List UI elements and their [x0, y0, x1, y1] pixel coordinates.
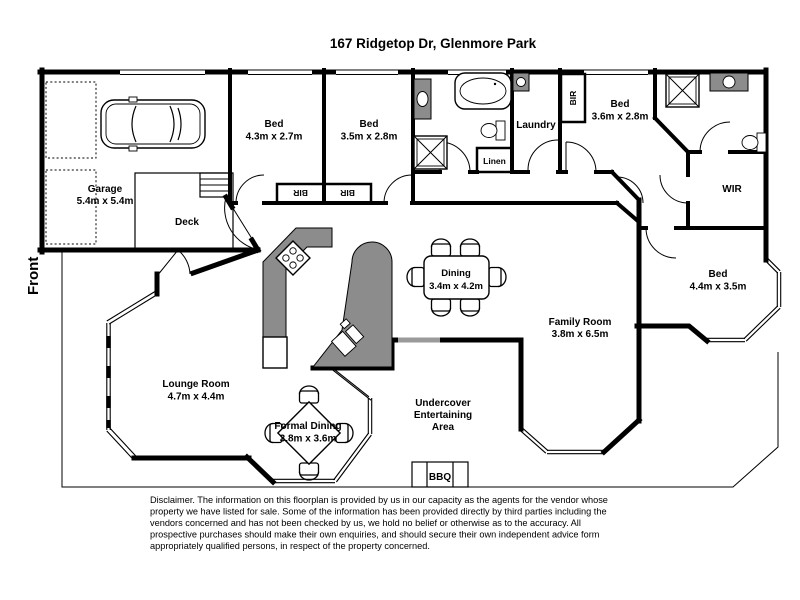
- bir1-label: BIR: [293, 188, 308, 198]
- windows-bays: [106, 257, 782, 484]
- bed3-label: Bed: [611, 99, 630, 110]
- property-boundary-lines: [61, 252, 779, 488]
- bed1-label: Bed: [265, 119, 284, 130]
- ensuite: [665, 72, 767, 153]
- disclaimer-line-1: Disclaimer. The information on this floo…: [150, 495, 608, 505]
- bir3-label: BIR: [568, 91, 578, 106]
- garage-storage-2: [45, 169, 97, 245]
- bir2-label: BIR: [340, 188, 355, 198]
- bed2-dims: 3.5m x 2.8m: [341, 132, 398, 143]
- garage-label: Garage: [88, 184, 123, 195]
- closets: [275, 72, 587, 205]
- deck-label: Deck: [175, 217, 199, 228]
- formal-dining-label: Formal Dining: [274, 421, 341, 432]
- shower-icon: [413, 135, 448, 170]
- page-title: 167 Ridgetop Dr, Glenmore Park: [330, 36, 537, 51]
- garage-dims: 5.4m x 5.4m: [77, 196, 134, 207]
- windows-top-wall: [120, 69, 648, 76]
- disclaimer-line-2: property we have listed for sale. Some o…: [150, 507, 607, 517]
- deck-area: [134, 172, 234, 251]
- undercover-label-3: Area: [432, 422, 455, 433]
- dining-table: [423, 255, 490, 300]
- wir-label: WIR: [722, 184, 742, 195]
- bir-closet-3: [559, 72, 587, 124]
- formal-dining-dims: 3.8m x 3.6m: [280, 434, 337, 445]
- family-room-label: Family Room: [549, 317, 612, 328]
- laundry-label: Laundry: [516, 120, 556, 131]
- undercover-label-2: Entertaining: [414, 410, 472, 421]
- bed4-dims: 4.4m x 3.5m: [690, 282, 747, 293]
- disclaimer: Disclaimer. The information on this floo…: [150, 495, 608, 551]
- garage-contents: [45, 81, 206, 245]
- lounge-room-label: Lounge Room: [162, 379, 229, 390]
- vanity-icon: [709, 72, 749, 92]
- toilet-icon: [480, 120, 506, 141]
- bir-closet-2: [322, 182, 373, 205]
- sliding-door: [398, 337, 440, 343]
- family-room-dims: 3.8m x 6.5m: [552, 329, 609, 340]
- toilet-icon: [741, 132, 767, 153]
- linen-label: Linen: [483, 156, 506, 166]
- linen-closet: [475, 146, 514, 174]
- pantry: [262, 336, 288, 369]
- kitchen-bench-right: [311, 241, 393, 368]
- formal-dining-setting: [264, 385, 354, 481]
- stairs-icon: [199, 172, 231, 198]
- bbq-unit: [411, 461, 469, 488]
- bathtub-icon: [454, 72, 512, 110]
- garage-storage-1: [45, 81, 97, 159]
- sink-icon: [330, 318, 365, 357]
- formal-dining-table: [276, 400, 342, 466]
- cooktop-icon: [275, 240, 311, 276]
- dining-setting: [406, 238, 507, 317]
- kitchen-bench-left: [262, 227, 333, 338]
- bed4-label: Bed: [709, 269, 728, 280]
- front-label: Front: [25, 257, 42, 295]
- laundry-tub-icon: [512, 72, 530, 92]
- shower-icon: [665, 73, 700, 108]
- disclaimer-line-4: prospective purchases should make their …: [150, 530, 600, 540]
- bathroom-main: [413, 72, 512, 170]
- disclaimer-line-5: appropriately qualified persons, in resp…: [150, 541, 430, 551]
- car-icon: [100, 96, 206, 152]
- vanity-icon: [413, 78, 432, 120]
- bed1-dims: 4.3m x 2.7m: [246, 132, 303, 143]
- bbq-label: BBQ: [429, 472, 451, 483]
- undercover-label-1: Undercover: [415, 398, 471, 409]
- bed3-dims: 3.6m x 2.8m: [592, 112, 649, 123]
- bed2-label: Bed: [360, 119, 379, 130]
- kitchen: [262, 227, 440, 369]
- dining-label: Dining: [441, 268, 471, 279]
- lounge-room-dims: 4.7m x 4.4m: [168, 392, 225, 403]
- dining-dims: 3.4m x 4.2m: [429, 281, 483, 292]
- disclaimer-line-3: vendors concerned and has not been check…: [150, 518, 581, 528]
